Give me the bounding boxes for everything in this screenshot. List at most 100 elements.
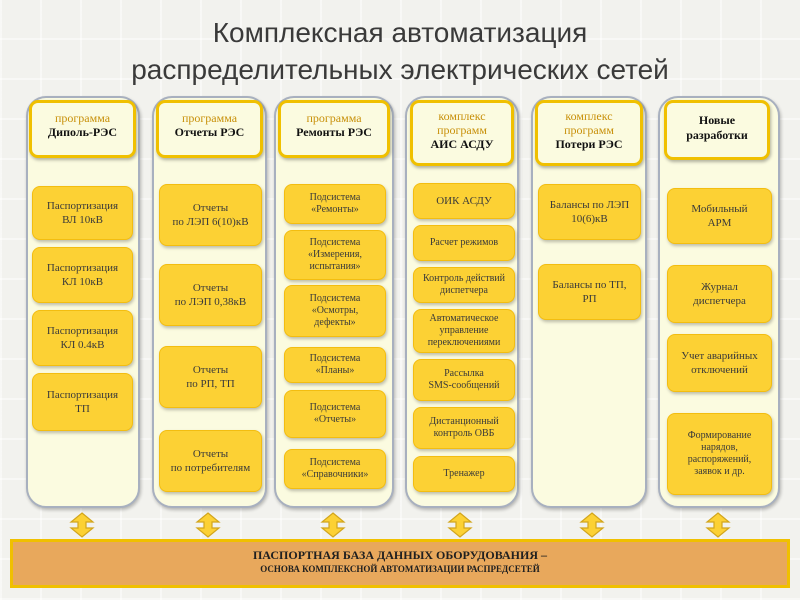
header-kind: программа	[181, 111, 238, 125]
double-arrow-icon	[195, 512, 221, 538]
item-auto-switching: Автоматическое управление переключениями	[413, 309, 515, 353]
item-line-2: отключений	[691, 364, 748, 376]
item-oik-asdu: ОИК АСДУ	[413, 183, 515, 219]
item-reports-consumers: Отчеты по потребителям	[159, 430, 262, 492]
item-line-1: Паспортизация	[46, 262, 119, 274]
item-subsystem-plans: Подсистема «Планы»	[284, 347, 386, 383]
item-line-1: Подсистема	[309, 457, 361, 468]
item-line-2: по ЛЭП 6(10)кВ	[172, 216, 249, 228]
item-line-2: «Ремонты»	[311, 204, 359, 215]
header-kind: комплекс	[438, 109, 486, 123]
item-line-1: Паспортизация	[46, 200, 119, 212]
item-reports-lep-6-10: Отчеты по ЛЭП 6(10)кВ	[159, 184, 262, 246]
item-line-1: Подсистема	[309, 293, 361, 304]
item-line-2: ТП	[75, 403, 90, 415]
header-program-name: Диполь-РЭС	[47, 125, 118, 139]
item-line-1: Балансы по ТП,	[552, 279, 627, 291]
item-passport-tp: Паспортизация ТП	[32, 373, 133, 431]
item-line-1: Отчеты	[192, 448, 229, 460]
header-line-1: Новые	[698, 113, 736, 127]
item-balance-lep: Балансы по ЛЭП 10(6)кВ	[538, 184, 641, 240]
header-new-developments: Новые разработки	[664, 100, 770, 160]
double-arrow-icon	[579, 512, 605, 538]
double-arrow-icon	[320, 512, 346, 538]
header-program-name: Потери РЭС	[555, 137, 623, 151]
item-line-1: Рассылка	[444, 368, 484, 379]
item-dispatcher-control: Контроль действий диспетчера	[413, 267, 515, 303]
item-line-1: Автоматическое	[429, 313, 499, 324]
item-line-2: SMS-сообщений	[428, 380, 500, 391]
item-reports-rp-tp: Отчеты по РП, ТП	[159, 346, 262, 408]
item-line-2: диспетчера	[440, 285, 488, 296]
item-line-1: Балансы по ЛЭП	[549, 199, 630, 211]
item-line-1: Дистанционный	[429, 416, 499, 427]
item-line-1: Подсистема	[309, 237, 361, 248]
item-line-1: Паспортизация	[46, 325, 119, 337]
item-line-1: Тренажер	[443, 468, 485, 479]
item-line-2: КЛ 10кВ	[61, 276, 104, 288]
header-kind-2: программ	[564, 123, 614, 137]
item-line-1: Отчеты	[192, 364, 229, 376]
item-remote-ovb-control: Дистанционный контроль ОВБ	[413, 407, 515, 449]
title-line-2: распределительных электрических сетей	[131, 54, 669, 85]
item-line-1: Отчеты	[192, 202, 229, 214]
item-balance-tp-rp: Балансы по ТП, РП	[538, 264, 641, 320]
item-passport-kl04: Паспортизация КЛ 0.4кВ	[32, 310, 133, 366]
item-line-2: «Планы»	[315, 365, 355, 376]
base-line-1: ПАСПОРТНАЯ БАЗА ДАННЫХ ОБОРУДОВАНИЯ –	[252, 548, 548, 562]
item-sms-mailing: Рассылка SMS-сообщений	[413, 359, 515, 401]
item-subsystem-measurements: Подсистема «Измерения, испытания»	[284, 230, 386, 280]
item-line-2: ВЛ 10кВ	[62, 214, 103, 226]
item-line-2: контроль ОВБ	[433, 428, 495, 439]
header-program-name: Отчеты РЭС	[174, 125, 245, 139]
item-simulator: Тренажер	[413, 456, 515, 492]
item-line-1: Формирование	[687, 430, 752, 441]
item-line-1: Подсистема	[309, 402, 361, 413]
item-line-2: РП	[582, 293, 597, 305]
passport-database-bar: ПАСПОРТНАЯ БАЗА ДАННЫХ ОБОРУДОВАНИЯ – ОС…	[10, 539, 790, 588]
item-line-1: Контроль действий	[422, 273, 506, 284]
item-line-3: дефекты»	[314, 317, 356, 328]
item-line-1: Подсистема	[309, 353, 361, 364]
header-program-name: АИС АСДУ	[430, 137, 494, 151]
item-line-2: «Отчеты»	[313, 414, 357, 425]
header-remonty-res: программа Ремонты РЭС	[278, 100, 390, 158]
item-mobile-arm: Мобильный АРМ	[667, 188, 772, 244]
item-dispatcher-journal: Журнал диспетчера	[667, 265, 772, 323]
item-line-3: распоряжений,	[687, 454, 752, 465]
item-line-1: Отчеты	[192, 282, 229, 294]
item-line-2: диспетчера	[693, 295, 746, 307]
item-line-2: по РП, ТП	[186, 378, 235, 390]
item-orders-forming: Формирование нарядов, распоряжений, заяв…	[667, 413, 772, 495]
double-arrow-icon	[705, 512, 731, 538]
item-line-3: переключениями	[427, 337, 501, 348]
double-arrow-icon	[69, 512, 95, 538]
base-line-2: ОСНОВА КОМПЛЕКСНОЙ АВТОМАТИЗАЦИИ РАСПРЕД…	[260, 564, 540, 574]
double-arrow-icon	[447, 512, 473, 538]
item-subsystem-reference: Подсистема «Справочники»	[284, 449, 386, 489]
header-kind: программа	[306, 111, 362, 125]
item-line-1: Учет аварийных	[681, 350, 758, 362]
item-reports-lep-038: Отчеты по ЛЭП 0,38кВ	[159, 264, 262, 326]
item-line-2: КЛ 0.4кВ	[60, 339, 105, 351]
header-kind-2: программ	[437, 123, 487, 137]
slide-title: Комплексная автоматизация распределитель…	[0, 14, 800, 88]
item-outage-accounting: Учет аварийных отключений	[667, 334, 772, 392]
header-otchety-res: программа Отчеты РЭС	[156, 100, 263, 158]
item-subsystem-repairs: Подсистема «Ремонты»	[284, 184, 386, 224]
item-line-1: Мобильный	[691, 203, 748, 215]
title-line-1: Комплексная автоматизация	[212, 17, 588, 48]
item-line-2: по ЛЭП 0,38кВ	[174, 296, 247, 308]
header-program-name: Ремонты РЭС	[296, 125, 372, 139]
item-line-3: испытания»	[309, 261, 361, 272]
item-subsystem-inspections: Подсистема «Осмотры, дефекты»	[284, 285, 386, 337]
header-line-2: разработки	[686, 128, 748, 142]
item-line-4: заявок и др.	[694, 466, 745, 477]
item-line-1: Подсистема	[309, 192, 361, 203]
header-poteri-res: комплекс программ Потери РЭС	[535, 100, 643, 166]
item-passport-vl10: Паспортизация ВЛ 10кВ	[32, 186, 133, 240]
item-line-2: «Осмотры,	[311, 305, 359, 316]
header-ais-asdu: комплекс программ АИС АСДУ	[410, 100, 514, 166]
header-kind: комплекс	[565, 109, 613, 123]
item-line-2: по потребителям	[170, 462, 251, 474]
